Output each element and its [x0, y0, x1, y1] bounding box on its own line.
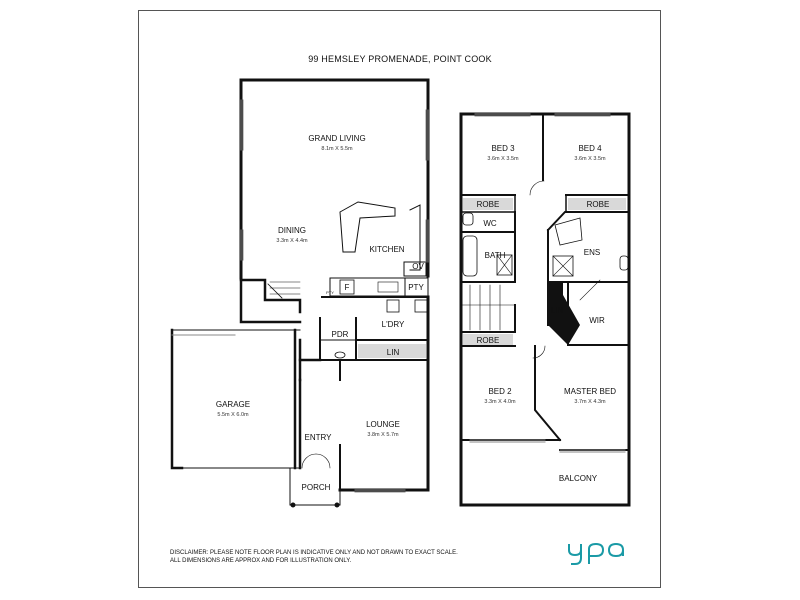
robe-bed4-box	[568, 198, 626, 210]
bed3-dims: 3.6m X 3.5m	[487, 156, 519, 162]
wir-label: WIR	[589, 316, 605, 325]
pty-label: PTY	[408, 283, 424, 292]
grand-living-label: GRAND LIVING	[308, 134, 365, 143]
page-title: 99 HEMSLEY PROMENADE, POINT COOK	[308, 54, 492, 64]
garage-label: GARAGE	[216, 400, 250, 409]
lin-upper-label: LIN	[551, 306, 564, 315]
lounge-label: LOUNGE	[366, 420, 400, 429]
lin-shadow	[548, 282, 580, 345]
ground-windows	[171, 99, 429, 493]
porch-label: PORCH	[302, 483, 331, 492]
pty-small-label: PTY	[326, 290, 334, 295]
lounge-dims: 3.8m X 5.7m	[367, 432, 399, 438]
wc-label: WC	[483, 219, 497, 228]
bed4-dims: 3.6m X 3.5m	[574, 156, 606, 162]
master-bed-dims: 3.7m X 4.3m	[574, 399, 606, 405]
robe-bed2-label: ROBE	[477, 336, 500, 345]
robe-bed4-label: ROBE	[587, 200, 610, 209]
garage-dims: 5.5m X 6.0m	[217, 412, 249, 418]
lin-ground-box	[358, 344, 426, 358]
ov-label: OV	[412, 262, 424, 271]
ground-floor-walls	[170, 78, 430, 508]
lin-ground-label: LIN	[387, 348, 400, 357]
fridge-label: F	[345, 283, 350, 292]
ens-label: ENS	[584, 248, 600, 257]
bed3-label: BED 3	[491, 144, 515, 153]
grand-living-dims: 8.1m X 5.5m	[321, 146, 353, 152]
disclaimer-line-1: DISCLAIMER: PLEASE NOTE FLOOR PLAN IS IN…	[170, 550, 458, 556]
bed2-dims: 3.3m X 4.0m	[484, 399, 516, 405]
floor-plan-frame	[138, 10, 661, 588]
pdr-label: PDR	[332, 330, 349, 339]
disclaimer: DISCLAIMER: PLEASE NOTE FLOOR PLAN IS IN…	[170, 549, 458, 565]
bath-label: BATH	[485, 251, 506, 260]
bed4-label: BED 4	[578, 144, 602, 153]
upper-windows	[469, 113, 626, 453]
bed2-label: BED 2	[488, 387, 512, 396]
upper-floor-walls	[459, 112, 631, 507]
ldry-label: L'DRY	[382, 320, 405, 329]
disclaimer-line-2: ALL DIMENSIONS ARE APPROX AND FOR ILLUST…	[170, 558, 352, 564]
balcony-label: BALCONY	[559, 474, 598, 483]
robe-bed3-label: ROBE	[477, 200, 500, 209]
dining-label: DINING	[278, 226, 306, 235]
robe-bed3-box	[463, 198, 513, 210]
kitchen-label: KITCHEN	[369, 245, 404, 254]
ypa-logo	[568, 542, 624, 565]
entry-label: ENTRY	[305, 433, 333, 442]
robe-bed2-box	[463, 334, 513, 345]
dining-dims: 3.3m X 4.4m	[276, 238, 308, 244]
master-bed-label: MASTER BED	[564, 387, 616, 396]
